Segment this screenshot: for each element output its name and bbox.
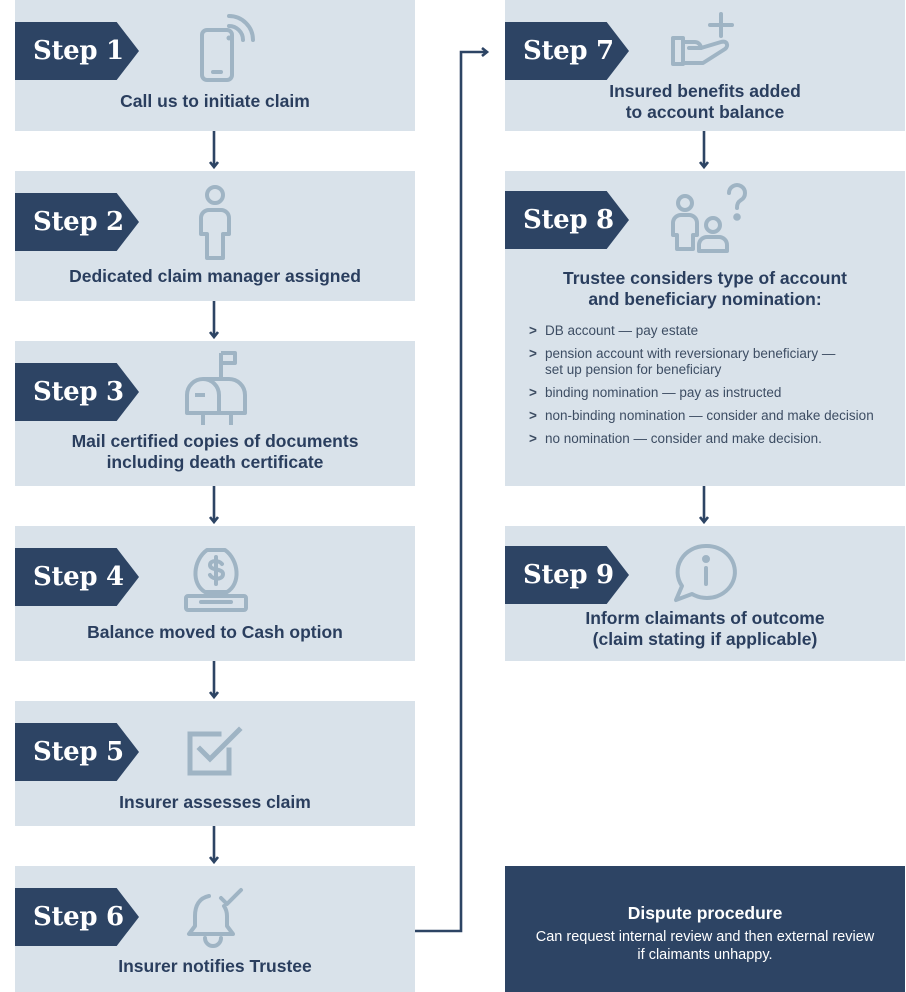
step-8-bullet-list: DB account — pay estate pension account … (529, 323, 895, 454)
step-9-box: Step 9 Inform claimants of outcome (clai… (505, 526, 905, 661)
step-2-badge: Step 2 (15, 193, 139, 251)
step-9-badge: Step 9 (505, 546, 629, 604)
step-1-title: Call us to initiate claim (120, 91, 310, 111)
step-6-title: Insurer notifies Trustee (118, 956, 312, 976)
step-3-box: Step 3 Mail certified copies of document… (15, 341, 415, 486)
people-question-icon (667, 179, 753, 257)
step-5-badge: Step 5 (15, 723, 139, 781)
dispute-procedure-box: Dispute procedure Can request internal r… (505, 866, 905, 992)
step-6-badge: Step 6 (15, 888, 139, 946)
step-5-title: Insurer assesses claim (119, 792, 311, 812)
step-1-badge: Step 1 (15, 22, 139, 80)
list-item: no nomination — consider and make decisi… (529, 431, 895, 447)
step-6-box: Step 6 Insurer notifies Trustee (15, 866, 415, 992)
step-4-badge: Step 4 (15, 548, 139, 606)
list-item: DB account — pay estate (529, 323, 895, 339)
step-7-badge: Step 7 (505, 22, 629, 80)
step-3-badge: Step 3 (15, 363, 139, 421)
list-item: binding nomination — pay as instructed (529, 385, 895, 401)
bell-check-icon (185, 886, 247, 948)
step-8-badge: Step 8 (505, 191, 629, 249)
list-item: non-binding nomination — consider and ma… (529, 408, 895, 424)
list-item: pension account with reversionary benefi… (529, 346, 895, 378)
step-3-title: Mail certified copies of documents inclu… (71, 431, 359, 472)
step-7-box: Step 7 Insured benefits added to account… (505, 0, 905, 131)
step-4-box: Step 4 Balance moved to Cash option (15, 526, 415, 661)
step-2-title: Dedicated claim manager assigned (69, 266, 361, 286)
money-bag-icon (181, 544, 251, 614)
phone-wifi-icon (193, 10, 263, 82)
step-8-box: Step 8 Trustee considers type of account… (505, 171, 905, 486)
step-7-title: Insured benefits added to account balanc… (609, 81, 801, 122)
person-icon (195, 184, 235, 262)
dispute-text: Can request internal review and then ext… (535, 929, 875, 963)
arrow-step6-step7 (415, 52, 487, 933)
step-8-title: Trustee considers type of account and be… (563, 268, 847, 309)
hand-plus-icon (669, 10, 743, 72)
step-2-box: Step 2 Dedicated claim manager assigned (15, 171, 415, 301)
dispute-title: Dispute procedure (627, 903, 783, 923)
step-1-box: Step 1 Call us to initiate claim (15, 0, 415, 131)
mailbox-icon (181, 349, 251, 427)
checkbox-icon (185, 723, 245, 779)
step-4-title: Balance moved to Cash option (87, 622, 343, 642)
step-9-title: Inform claimants of outcome (claim stati… (585, 608, 825, 649)
step-5-box: Step 5 Insurer assesses claim (15, 701, 415, 826)
info-bubble-icon (671, 542, 741, 604)
